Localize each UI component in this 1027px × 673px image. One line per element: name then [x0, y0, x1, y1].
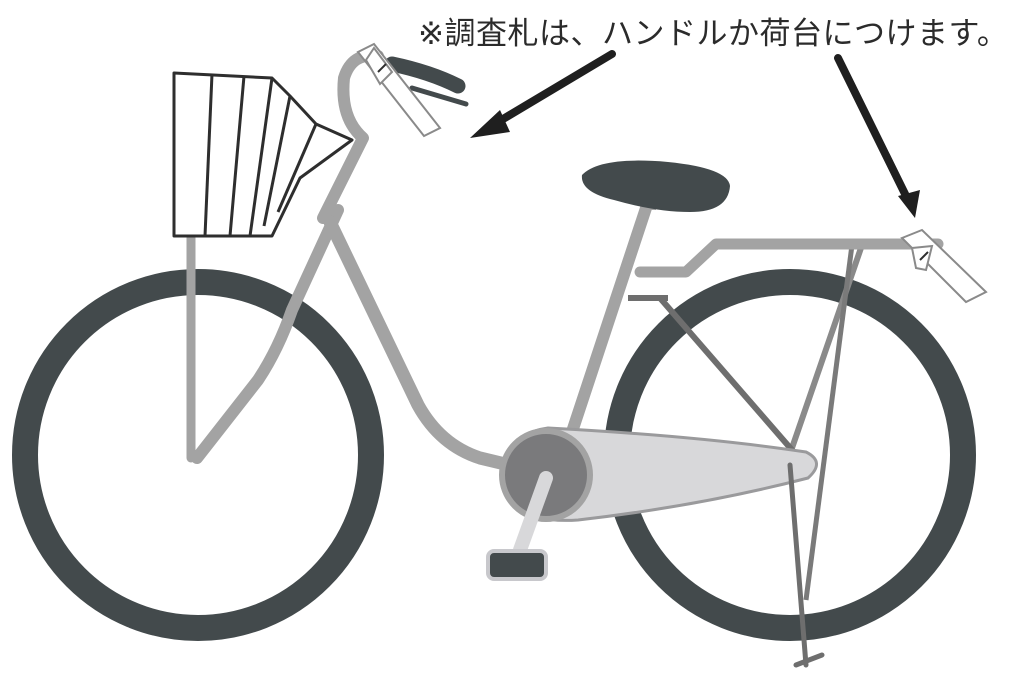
tag-placement-note: ※調査札は、ハンドルか荷台につけます。 [418, 16, 1009, 52]
arrow-icon [470, 50, 616, 138]
handlebar-tag [356, 42, 442, 138]
front-basket [172, 71, 354, 238]
seat-stay [657, 295, 795, 453]
pedal [486, 549, 548, 581]
brake-lever [409, 85, 469, 107]
kickstand [787, 462, 825, 668]
rack-frame [634, 238, 944, 278]
rack-tag [900, 228, 988, 304]
arrow-icon [834, 54, 920, 218]
rack-stay [803, 244, 855, 601]
front-wheel [12, 269, 384, 641]
saddle [581, 160, 730, 212]
main-frame-tube [323, 215, 537, 477]
rack-stay [789, 244, 865, 449]
front-fork [191, 204, 344, 464]
crank-arm [513, 471, 553, 557]
seat-tube [560, 196, 654, 456]
handlebar-grip [384, 56, 466, 94]
